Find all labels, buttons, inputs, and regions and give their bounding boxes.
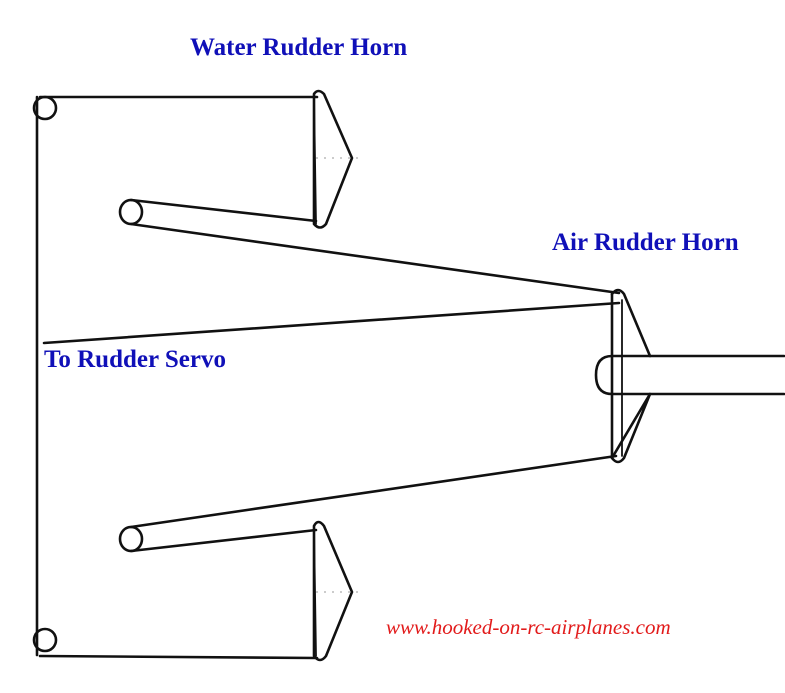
lower-water-rudder-horn — [312, 520, 360, 662]
to-rudder-servo-label: To Rudder Servo — [44, 346, 226, 373]
air-rudder-horn-label: Air Rudder Horn — [552, 229, 739, 256]
air-rudder-horn — [610, 288, 652, 464]
water-rudder-horn-label: Water Rudder Horn — [190, 34, 407, 61]
left-frame — [32, 95, 319, 660]
upper-pushrod — [118, 198, 621, 295]
rudder-tube — [594, 354, 785, 396]
lower-pushrod — [118, 454, 618, 553]
website-watermark: www.hooked-on-rc-airplanes.com — [386, 615, 671, 639]
upper-water-rudder-horn — [312, 89, 360, 229]
servo-cable — [42, 301, 621, 345]
